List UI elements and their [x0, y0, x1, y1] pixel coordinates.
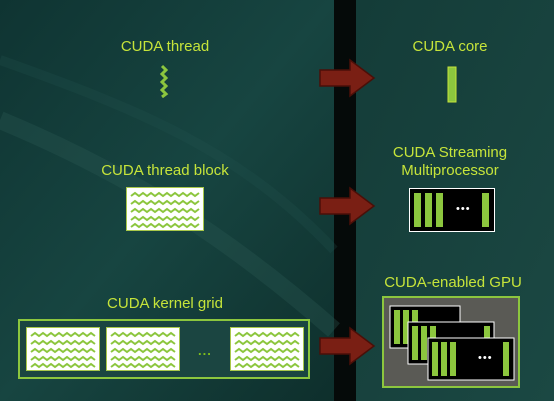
kernel-grid-icon: ...	[18, 319, 310, 379]
cuda-kernel-grid-label: CUDA kernel grid	[107, 295, 223, 312]
cuda-enabled-gpu-label: CUDA-enabled GPU	[384, 274, 522, 291]
arrow-right-icon	[319, 186, 376, 226]
cuda-thread-block-label: CUDA thread block	[101, 162, 229, 179]
cuda-core-label: CUDA core	[412, 38, 488, 55]
cuda-sm-label-line2: Multiprocessor	[401, 162, 499, 179]
arrow-right-icon	[319, 58, 376, 98]
grid-block-1	[26, 327, 100, 371]
grid-block-3	[230, 327, 304, 371]
gpu-ellipsis: •••	[478, 352, 493, 364]
cuda-thread-label: CUDA thread	[120, 38, 210, 55]
cuda-sm-label-line1: CUDA Streaming	[392, 144, 508, 161]
gpu-icon: •••	[382, 296, 520, 388]
streaming-multiprocessor-icon: •••	[409, 188, 495, 232]
grid-ellipsis: ...	[198, 343, 212, 358]
cuda-sm-label: CUDA Streaming Multiprocessor	[370, 144, 530, 180]
grid-block-2	[106, 327, 180, 371]
sm-ellipsis: •••	[456, 203, 471, 215]
thread-block-icon	[126, 187, 204, 231]
thread-squiggle-icon	[159, 64, 169, 98]
arrow-right-icon	[319, 326, 376, 366]
core-bar-icon	[447, 66, 457, 103]
